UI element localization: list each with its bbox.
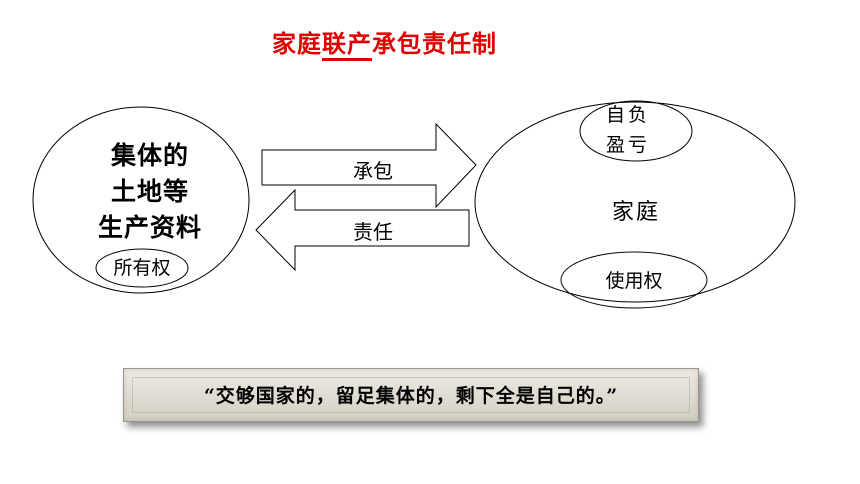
family-label: 家庭 <box>611 200 660 225</box>
quote-banner: “交够国家的，留足集体的，剩下全是自己的。” <box>123 368 699 422</box>
title-part-underlined: 联产 <box>322 29 372 58</box>
page-title: 家庭联产承包责任制 <box>272 24 497 59</box>
contract-arrow <box>261 122 477 209</box>
ownership-label: 所有权 <box>113 257 171 279</box>
self-responsibility-line-2: 盈亏 <box>605 134 650 156</box>
self-responsibility-label: 自负 盈亏 <box>582 100 674 160</box>
use-right-label: 使用权 <box>605 270 663 292</box>
title-part-rest: 承包责任制 <box>372 29 497 58</box>
ownership-ellipse <box>95 248 189 288</box>
title-part-family: 家庭 <box>272 29 322 58</box>
use-right-ellipse <box>560 251 708 309</box>
responsibility-arrow <box>255 188 470 272</box>
quote-text: “交够国家的，留足集体的，剩下全是自己的。” <box>203 385 619 407</box>
collective-line-2: 土地等 <box>110 177 189 206</box>
collective-line-3: 生产资料 <box>97 213 202 242</box>
contract-label: 承包 <box>353 159 393 183</box>
collective-line-1: 集体的 <box>110 141 189 170</box>
responsibility-label: 责任 <box>353 220 393 244</box>
self-responsibility-ellipse <box>579 100 693 162</box>
family-ellipse <box>474 101 796 303</box>
collective-ellipse <box>32 106 250 294</box>
self-responsibility-line-1: 自负 <box>605 104 650 126</box>
collective-means-label: 集体的 土地等 生产资料 <box>60 138 240 246</box>
